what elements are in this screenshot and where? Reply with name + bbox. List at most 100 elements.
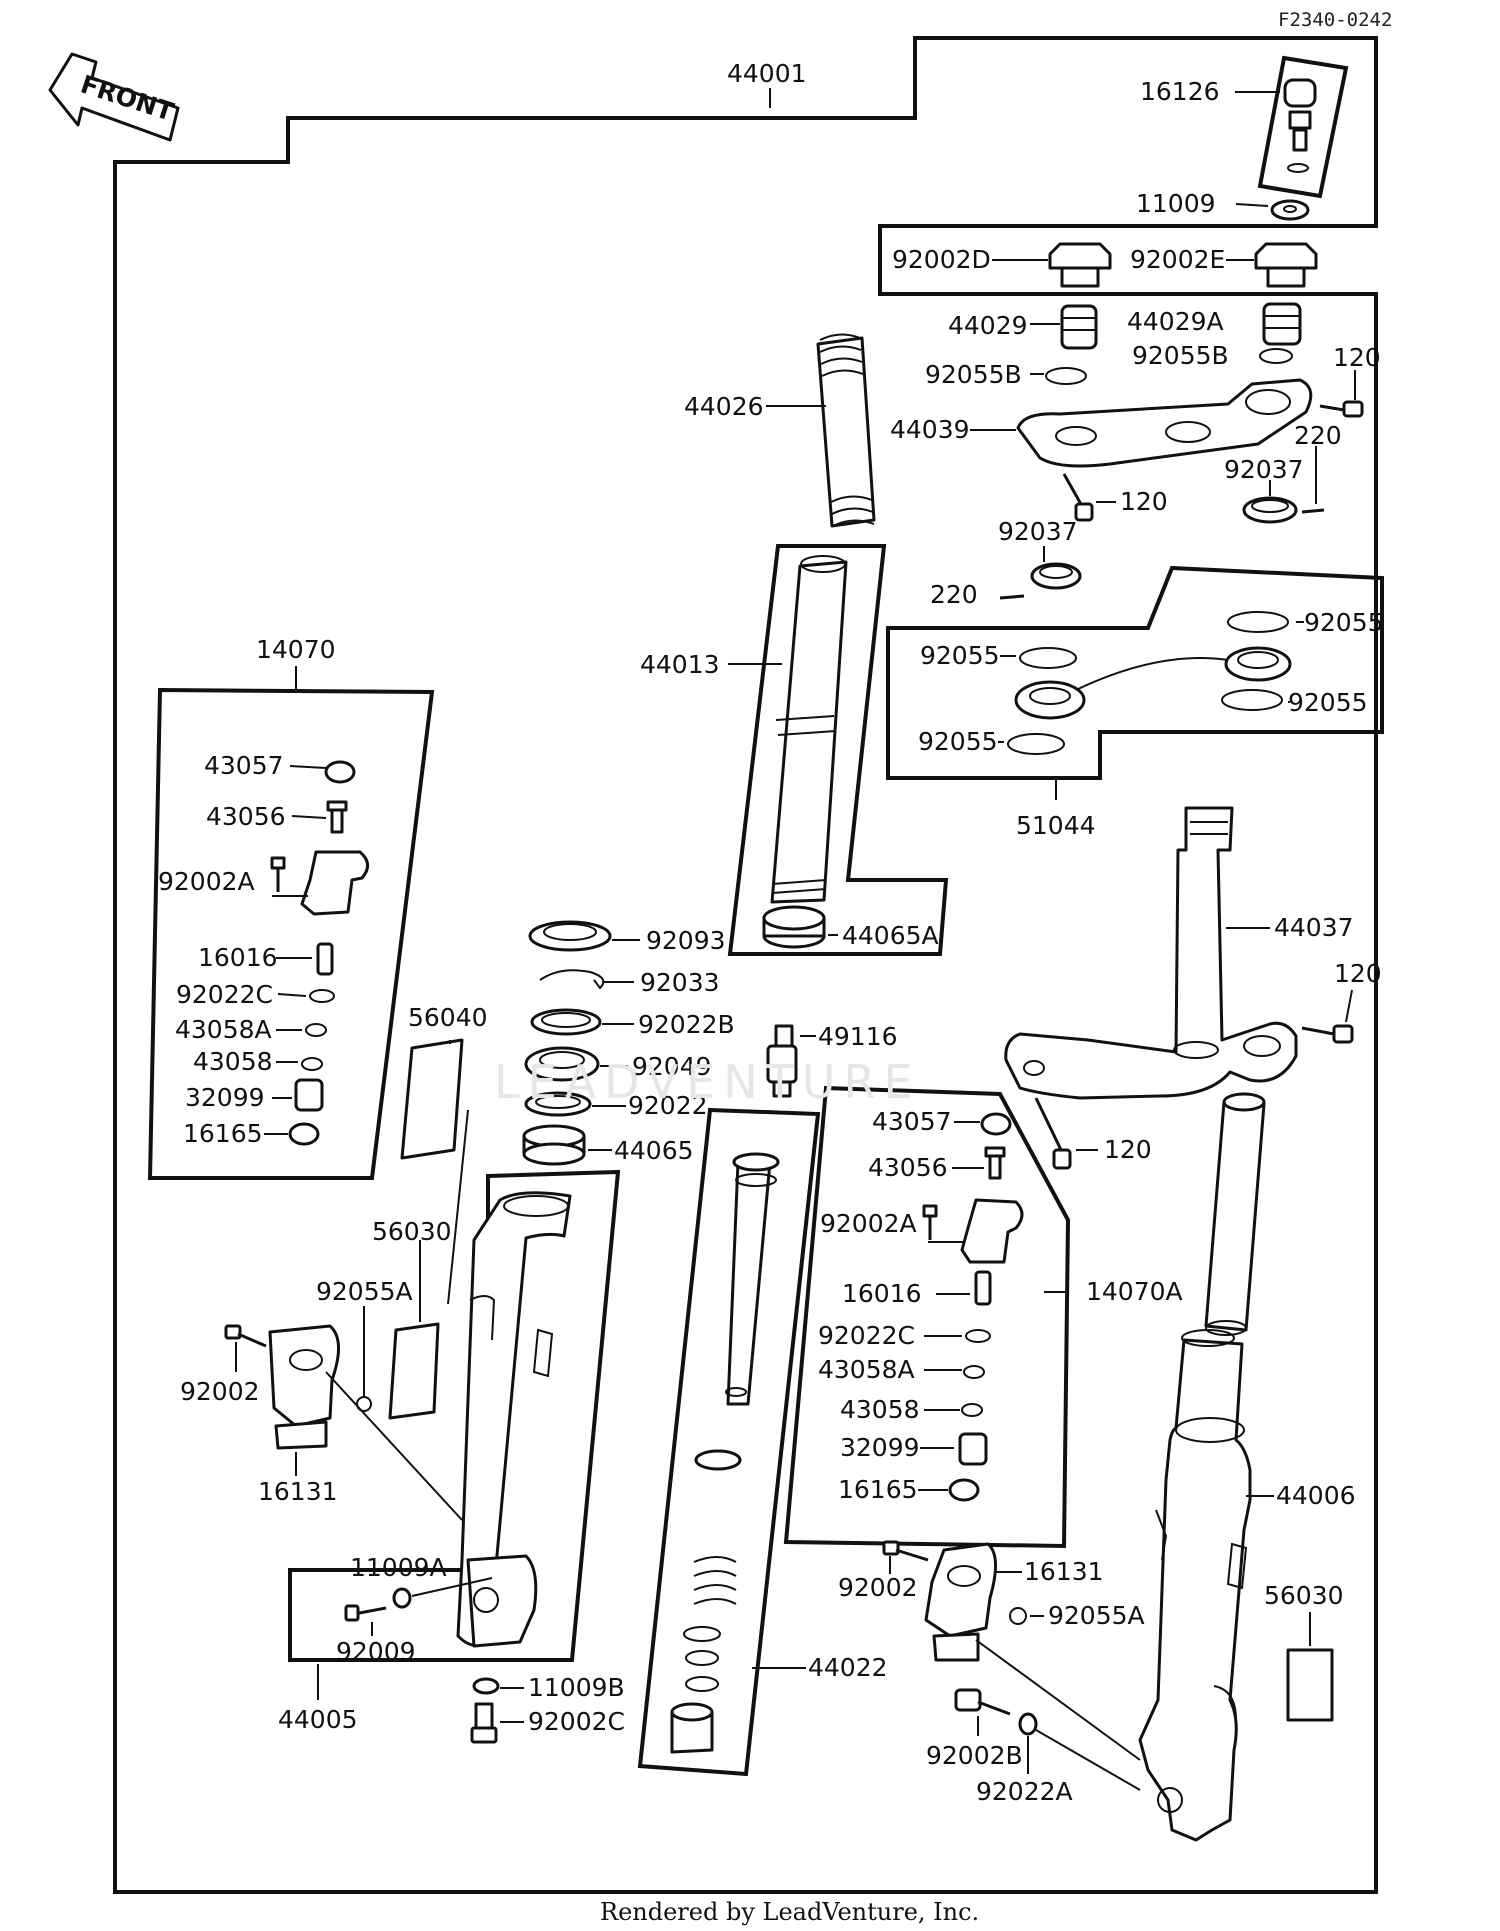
screw-220-right <box>1301 508 1325 514</box>
callout-44029A: 44029A <box>1127 307 1224 336</box>
washer-11009 <box>1270 199 1310 221</box>
screw-220-left <box>999 594 1025 600</box>
bolt-120-a <box>1319 400 1364 418</box>
callout-44065: 44065 <box>614 1136 694 1165</box>
ring-43058A-right <box>963 1365 985 1379</box>
steering-stem-44037 <box>1004 806 1298 1100</box>
washer-92055A-right <box>1009 1607 1027 1625</box>
cap-bolt-92002D <box>1048 242 1112 288</box>
o-ring-92055B-right <box>1259 348 1293 364</box>
race-92055-top-right <box>1227 611 1289 633</box>
caliper-bracket-14070A <box>928 1198 1024 1264</box>
callout-92022C-left: 92022C <box>176 980 273 1009</box>
callout-43058A-left: 43058A <box>175 1015 272 1044</box>
callout-92055B-left: 92055B <box>925 360 1022 389</box>
callout-92002-right: 92002 <box>838 1573 918 1602</box>
callout-92093: 92093 <box>646 926 726 955</box>
callout-120-d: 120 <box>1104 1135 1152 1164</box>
pin-43056-left <box>326 800 348 834</box>
callout-92022B: 92022B <box>638 1010 735 1039</box>
group-box-44013 <box>727 544 949 956</box>
adjuster-44029A <box>1262 302 1302 346</box>
callout-32099-left: 32099 <box>185 1083 265 1112</box>
callout-92022: 92022 <box>628 1091 708 1120</box>
pin-16016-left <box>316 942 334 976</box>
callout-92002A-left: 92002A <box>158 867 255 896</box>
callout-44006: 44006 <box>1276 1481 1356 1510</box>
fork-spring-44026 <box>816 333 876 528</box>
callout-92033: 92033 <box>640 968 720 997</box>
callout-92002-left: 92002 <box>180 1377 260 1406</box>
inner-tube-right <box>1204 1092 1266 1336</box>
bolt-120-d <box>1034 1097 1072 1170</box>
callout-92009: 92009 <box>336 1637 416 1666</box>
callout-16016-right: 16016 <box>842 1279 922 1308</box>
callout-16165-left: 16165 <box>183 1119 263 1148</box>
group-box-51044 <box>886 565 1384 780</box>
race-92055-bottom-left <box>1007 733 1065 755</box>
caliper-bracket-14070 <box>272 850 369 916</box>
callout-92055-top-left: 92055 <box>920 641 1000 670</box>
ring-43058-right <box>961 1403 983 1417</box>
caliper-16131-right <box>924 1542 997 1662</box>
cap-43057-left <box>324 760 356 784</box>
callout-92002A-right: 92002A <box>820 1209 917 1238</box>
valve-49116 <box>766 1024 798 1098</box>
ring-43058A-left <box>305 1023 327 1037</box>
clamp-92037-right <box>1242 496 1298 524</box>
watermark: LEADVENTURE <box>494 1055 921 1109</box>
decal-56030-left <box>388 1322 440 1420</box>
callout-56040: 56040 <box>408 1003 488 1032</box>
callout-43058A-right: 43058A <box>818 1355 915 1384</box>
callout-44026: 44026 <box>684 392 764 421</box>
bolt-92002-right <box>882 1540 929 1562</box>
outer-tube-44006 <box>1138 1329 1252 1842</box>
group-box-14070A <box>783 1085 1071 1549</box>
bolt-120-c <box>1301 1024 1354 1044</box>
ring-43058-left <box>301 1057 323 1071</box>
front-arrow-icon: FRONT <box>48 52 180 142</box>
bolt-92002A-left <box>270 856 286 892</box>
callout-44005: 44005 <box>278 1705 358 1734</box>
callout-44001: 44001 <box>727 59 807 88</box>
bolt-92009 <box>344 1604 387 1622</box>
callout-120-a: 120 <box>1333 343 1381 372</box>
washer-11009B <box>472 1677 500 1695</box>
callout-11009: 11009 <box>1136 189 1216 218</box>
bushing-44065A <box>762 905 826 949</box>
callout-11009B: 11009B <box>528 1673 625 1702</box>
damper-rod-44022 <box>725 1152 780 1406</box>
callout-44039: 44039 <box>890 415 970 444</box>
caliper-16131-left <box>268 1324 340 1450</box>
washer-92055A-left <box>356 1396 372 1412</box>
decal-56040 <box>400 1038 464 1160</box>
o-ring-92055B-left <box>1045 367 1087 385</box>
callout-220-right: 220 <box>1294 421 1342 450</box>
callout-92022A: 92022A <box>976 1777 1073 1806</box>
callout-92022C-right: 92022C <box>818 1321 915 1350</box>
callout-49116: 49116 <box>818 1022 898 1051</box>
adjuster-44029 <box>1060 304 1098 350</box>
bolt-92002C <box>470 1702 498 1744</box>
bushing-44065 <box>522 1124 586 1166</box>
callout-16165-right: 16165 <box>838 1475 918 1504</box>
race-92055-top-left <box>1019 647 1077 669</box>
callout-14070: 14070 <box>256 635 336 664</box>
callout-44029: 44029 <box>948 311 1028 340</box>
washer-92022A <box>1018 1712 1038 1736</box>
callout-92037-left: 92037 <box>998 517 1078 546</box>
group-box-16126 <box>1257 55 1349 199</box>
ring-92022C-right <box>965 1329 991 1343</box>
callout-43056-left: 43056 <box>206 802 286 831</box>
cap-16165-right <box>948 1478 980 1502</box>
callout-92055-bottom-left: 92055 <box>918 727 998 756</box>
callout-92002B: 92002B <box>926 1741 1023 1770</box>
callout-32099-right: 32099 <box>840 1433 920 1462</box>
outer-tube-44005 <box>456 1191 572 1648</box>
callout-44022: 44022 <box>808 1653 888 1682</box>
bolt-92002A-right <box>922 1204 938 1240</box>
retainer-92033 <box>539 969 605 990</box>
pin-16016-right <box>974 1270 992 1306</box>
ring-92022C-left <box>309 989 335 1003</box>
